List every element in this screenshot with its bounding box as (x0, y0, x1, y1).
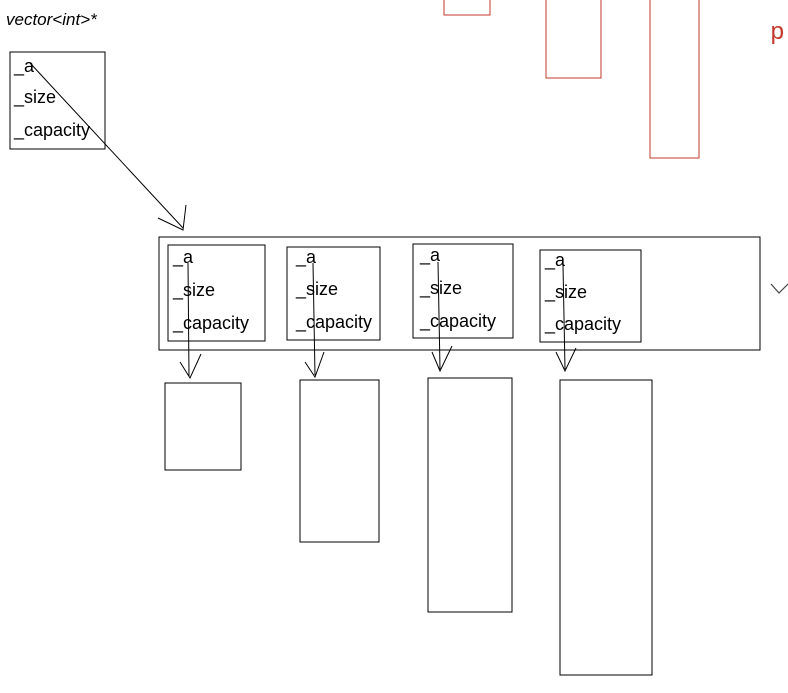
inner-struct-box-4 (539, 249, 642, 343)
array-block-1 (164, 382, 242, 471)
inner-arrow-head-3 (431, 345, 453, 373)
outer-vector-box (158, 236, 761, 351)
inner-arrow-line-1 (187, 262, 190, 377)
corner-label: p (770, 18, 784, 45)
element-1-field-capacity: _capacity (173, 313, 250, 333)
inner-arrow-line-2 (312, 262, 316, 376)
inner-arrow-head-4 (555, 347, 577, 373)
element-3-field-size: _size (420, 278, 463, 298)
element-4-field-size: _size (545, 282, 588, 302)
inner-struct-box-2 (286, 246, 381, 341)
pointer-field-size: _size (14, 87, 57, 107)
array-block-3 (427, 377, 513, 613)
inner-struct-box-3 (412, 243, 514, 339)
inner-arrow-head-1 (179, 353, 202, 380)
inner-arrow-line-3 (437, 261, 441, 370)
pointer-struct-box (9, 51, 106, 150)
inner-struct-box-1 (167, 244, 266, 342)
pointer-arrow-line (29, 62, 184, 229)
element-3-field-a: _a (420, 245, 441, 265)
element-2-field-a: _a (296, 247, 317, 267)
pointer-field-capacity: _capacity (14, 120, 91, 140)
element-1-field-size: _size (173, 280, 216, 300)
pointer-field-a: _a (14, 56, 35, 76)
red-rect-1 (443, 0, 491, 16)
diagram-title: vector<int>* (6, 10, 97, 29)
element-3-field-capacity: _capacity (420, 311, 497, 331)
array-block-2 (299, 379, 380, 543)
red-rect-3 (649, 0, 700, 159)
pointer-arrow-head (157, 204, 187, 231)
element-4-field-a: _a (545, 250, 566, 270)
inner-arrow-head-2 (304, 351, 325, 379)
element-1-field-a: _a (173, 247, 194, 267)
chevron-down-icon (770, 283, 788, 294)
element-2-field-size: _size (296, 279, 339, 299)
element-2-field-capacity: _capacity (296, 312, 373, 332)
element-4-field-capacity: _capacity (545, 314, 622, 334)
inner-arrow-line-4 (562, 264, 566, 370)
array-block-4 (559, 379, 653, 676)
red-rect-2 (545, 0, 602, 79)
